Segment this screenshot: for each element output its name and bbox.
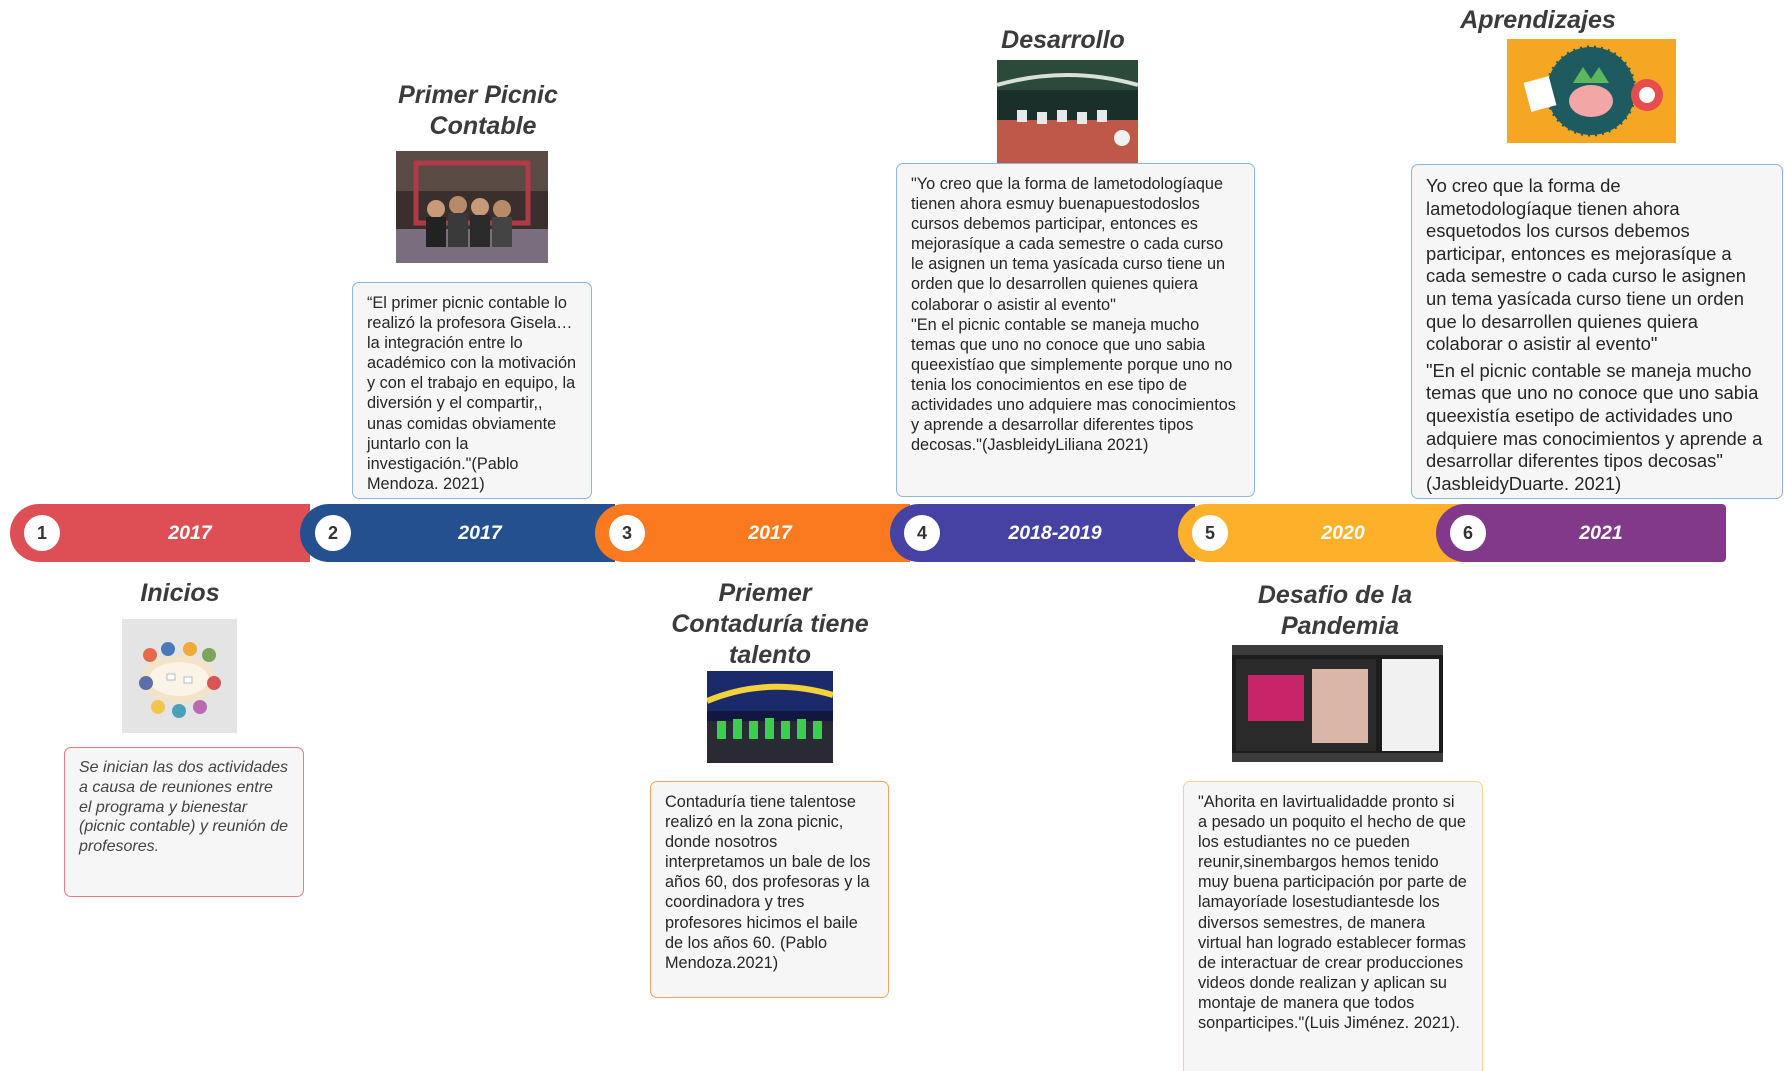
timeline-year-4: 2018-2019 bbox=[1008, 522, 1102, 544]
meeting-people-illustration-icon bbox=[122, 619, 237, 733]
talento-text: Contaduría tiene talentose realizó en la… bbox=[665, 793, 871, 972]
talento-title-line3: talento bbox=[729, 641, 811, 669]
timeline-marker-3: 3 bbox=[604, 510, 650, 556]
picnic-text: “El primer picnic contable lo realizó la… bbox=[367, 294, 577, 493]
group-photo-icon bbox=[396, 151, 548, 263]
aprendizajes-text-box: Yo creo que la forma de lametodologíaque… bbox=[1411, 164, 1783, 499]
desarrollo-text-2: "En el picnic contable se maneja mucho t… bbox=[911, 315, 1236, 455]
desarrollo-title: Desarrollo bbox=[1001, 26, 1125, 54]
brain-learning-illustration-icon bbox=[1507, 39, 1676, 143]
event-hall-photo-icon bbox=[997, 60, 1138, 164]
timeline-marker-1: 1 bbox=[19, 510, 65, 556]
timeline-year-3: 2017 bbox=[748, 522, 792, 544]
timeline-marker-4: 4 bbox=[899, 510, 945, 556]
talento-text-box: Contaduría tiene talentose realizó en la… bbox=[650, 781, 889, 998]
timeline-year-1: 2017 bbox=[168, 522, 212, 544]
pandemia-title-line2: Pandemia bbox=[1280, 612, 1400, 640]
aprendizajes-text-1: Yo creo que la forma de lametodologíaque… bbox=[1426, 175, 1746, 355]
talento-title-line1: Priemer bbox=[718, 579, 812, 607]
aprendizajes-title: Aprendizajes bbox=[1460, 6, 1616, 34]
timeline-segment-5: 2020 bbox=[1178, 504, 1468, 562]
timeline-year-6: 2021 bbox=[1579, 522, 1623, 544]
inicios-title: Inicios bbox=[140, 579, 220, 607]
picnic-title-line1: Primer Picnic bbox=[398, 81, 558, 109]
picnic-text-box: “El primer picnic contable lo realizó la… bbox=[352, 282, 592, 499]
timeline-year-5: 2020 bbox=[1321, 522, 1365, 544]
pandemia-text: "Ahorita en lavirtualidadde pronto si a … bbox=[1198, 793, 1467, 1033]
timeline-marker-6: 6 bbox=[1445, 510, 1491, 556]
timeline-year-2: 2017 bbox=[458, 522, 502, 544]
video-call-screenshot-icon bbox=[1232, 645, 1443, 762]
timeline-marker-5: 5 bbox=[1187, 510, 1233, 556]
inicios-text-box: Se inician las dos actividades a causa d… bbox=[64, 747, 304, 897]
aprendizajes-text-2: "En el picnic contable se maneja mucho t… bbox=[1426, 359, 1763, 494]
inicios-text: Se inician las dos actividades a causa d… bbox=[79, 759, 289, 856]
talento-title-line2: Contaduría tiene bbox=[671, 610, 869, 638]
timeline-marker-2: 2 bbox=[310, 510, 356, 556]
desarrollo-text-1: "Yo creo que la forma de lametodologíaqu… bbox=[911, 175, 1226, 314]
desarrollo-text-box: "Yo creo que la forma de lametodologíaqu… bbox=[896, 163, 1255, 497]
pandemia-title-line1: Desafio de la bbox=[1257, 581, 1413, 609]
dance-stage-photo-icon bbox=[707, 671, 833, 763]
pandemia-text-box: "Ahorita en lavirtualidadde pronto si a … bbox=[1183, 781, 1483, 1071]
picnic-title-line2: Contable bbox=[429, 112, 537, 140]
